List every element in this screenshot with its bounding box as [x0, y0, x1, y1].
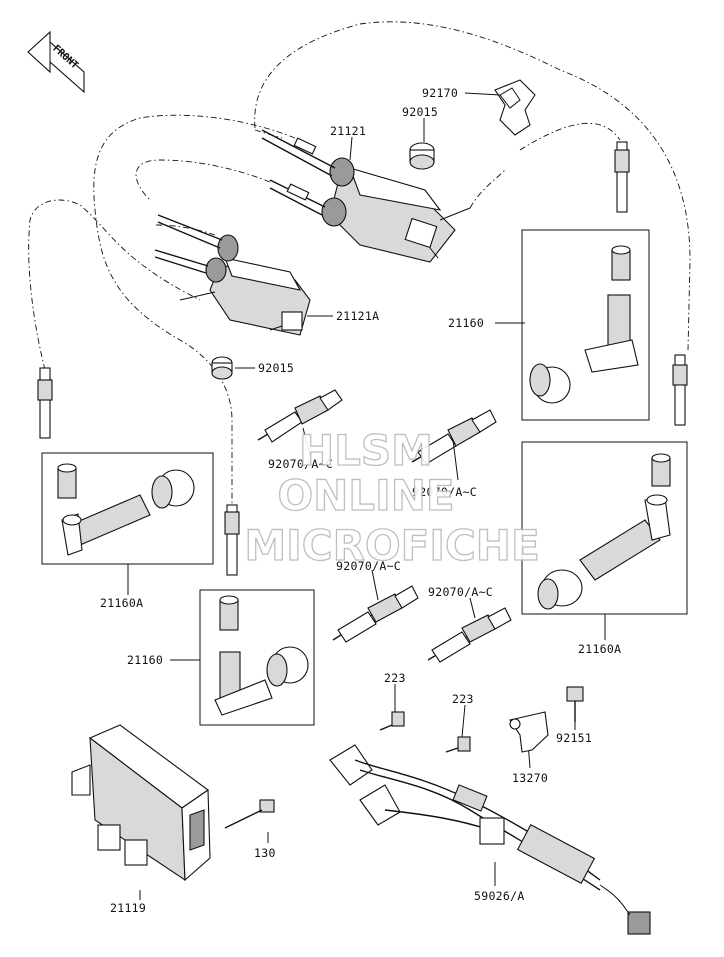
label-21121: 21121	[330, 124, 366, 138]
label-21160-right: 21160	[448, 316, 484, 330]
nut-92015-mid	[211, 356, 233, 380]
plug-cap-21160A-left	[37, 367, 195, 556]
bolt-130	[224, 799, 275, 829]
label-92070-2: 92070/A~C	[412, 485, 477, 499]
wire-harness-59026	[329, 744, 651, 935]
label-59026: 59026/A	[474, 889, 525, 903]
label-92015-top: 92015	[402, 105, 438, 119]
watermark-line1: HLSM	[299, 426, 433, 475]
plug-cap-box-21160-left	[199, 589, 315, 726]
label-92070-4: 92070/A~C	[428, 585, 493, 599]
spark-plug-4	[427, 607, 512, 663]
label-92015-mid: 92015	[258, 361, 294, 375]
cdi-unit-21119	[71, 724, 211, 882]
front-arrow-icon: FRONT	[27, 30, 85, 94]
bracket-13270	[509, 711, 549, 753]
plug-cap-21160A-right	[537, 354, 688, 610]
label-21121A: 21121A	[336, 309, 379, 323]
label-92070-1: 92070/A~C	[268, 457, 333, 471]
label-21119: 21119	[110, 901, 146, 915]
label-21160A-right: 21160A	[578, 642, 621, 656]
spark-plug-3	[332, 585, 419, 643]
watermark-line3: MICROFICHE	[244, 521, 539, 570]
watermark-line2: ONLINE	[277, 471, 454, 520]
label-92170: 92170	[422, 86, 458, 100]
harness-outline	[28, 21, 691, 505]
bolt-92151	[566, 686, 584, 722]
plug-cap-21160-right	[529, 141, 639, 404]
plug-cap-21160-left	[214, 504, 309, 716]
label-223-left: 223	[384, 671, 406, 685]
label-92151: 92151	[556, 731, 592, 745]
leader-lines	[127, 92, 606, 900]
bolt-223-right	[445, 736, 471, 753]
clamp-92170	[494, 79, 536, 136]
label-21160-left: 21160	[127, 653, 163, 667]
spark-plug-1	[257, 389, 343, 443]
ignition-coil-21121	[261, 129, 471, 263]
ignition-coil-21121A	[154, 214, 311, 336]
nut-92015-top	[409, 142, 435, 170]
plug-cap-box-21160-right	[521, 229, 650, 421]
label-223-right: 223	[452, 692, 474, 706]
label-13270: 13270	[512, 771, 548, 785]
watermark: HLSM ONLINE MICROFICHE	[244, 425, 541, 570]
label-92070-3: 92070/A~C	[336, 559, 401, 573]
label-21160A-left: 21160A	[100, 596, 143, 610]
label-130: 130	[254, 846, 276, 860]
bolt-223-left	[379, 711, 405, 731]
